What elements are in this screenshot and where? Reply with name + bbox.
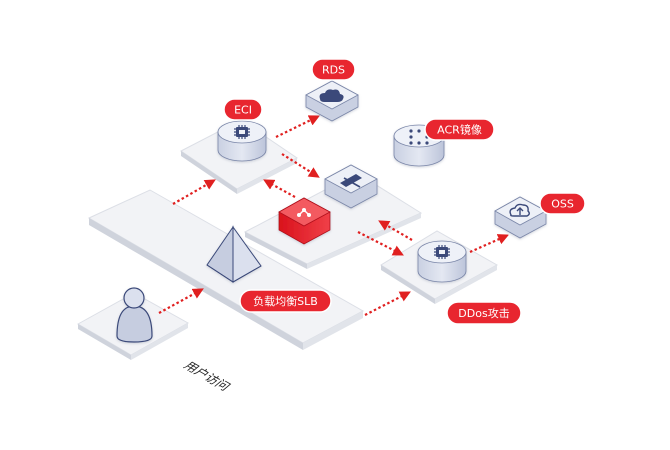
svg-text:DDos攻击: DDos攻击 [458, 306, 509, 320]
label-slb: 负载均衡SLB [239, 289, 332, 313]
rds-node [305, 80, 359, 122]
label-rds: RDS [311, 58, 356, 81]
blue-cube-node [324, 164, 378, 209]
arrow-eci-to-rds [275, 115, 320, 138]
slb-node [206, 225, 262, 283]
connection-arrows [158, 115, 510, 316]
ddos-node [417, 240, 467, 283]
chip-icon [434, 245, 450, 259]
label-acr: ACR镜像 [424, 118, 495, 141]
oss-node [494, 196, 547, 239]
svg-text:ACR镜像: ACR镜像 [437, 123, 482, 137]
svg-text:RDS: RDS [322, 64, 345, 77]
arrow-middle-to-ddos [357, 231, 404, 256]
arrow-user-to-slb [158, 288, 204, 314]
edit-tag-icon [340, 174, 362, 188]
cloud-db-icon [319, 89, 344, 102]
eci-node [217, 120, 267, 162]
red-cube-node [278, 197, 331, 245]
share-icon [297, 208, 311, 217]
arrow-slb-to-ddos [364, 291, 411, 316]
arrow-red-cube-to-eci-platform [263, 179, 296, 198]
arrow-ddos-to-oss [469, 234, 510, 254]
arrow-eci-to-blue-cube [281, 153, 320, 178]
cloud-upload-icon [509, 203, 530, 217]
user-node [116, 287, 153, 343]
label-eci: ECI [223, 98, 263, 121]
arrow-slb-to-eci [172, 179, 216, 205]
middle-platform [243, 172, 423, 269]
chip-icon [234, 125, 250, 139]
label-ddos: DDos攻击 [446, 301, 522, 325]
user-access-caption: 用户访问 [181, 359, 234, 393]
svg-text:ECI: ECI [234, 104, 252, 117]
label-oss: OSS [539, 192, 586, 215]
arrow-ddos-to-middle [378, 220, 413, 241]
svg-text:负载均衡SLB: 负载均衡SLB [253, 294, 318, 308]
svg-text:OSS: OSS [551, 198, 574, 211]
